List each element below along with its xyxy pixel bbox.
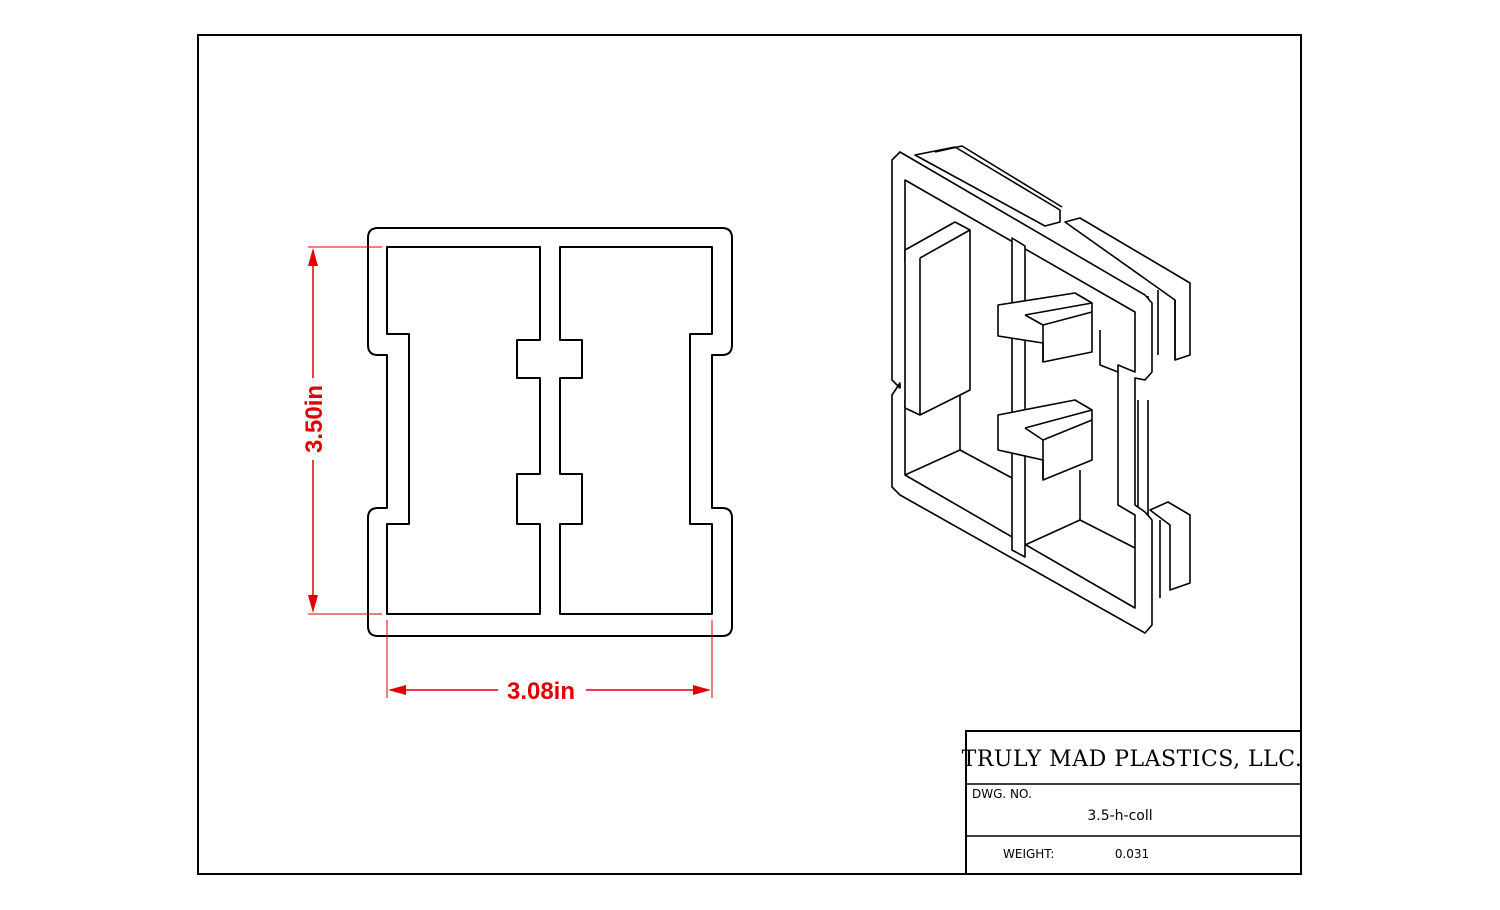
front-view-right-cavity xyxy=(559,246,713,615)
iso-left-rail-block xyxy=(904,221,971,416)
sheet-border xyxy=(197,34,1302,875)
width-dimension-label: 3.08in xyxy=(507,678,575,705)
dwg-no-label: DWG. NO. xyxy=(972,787,1032,801)
weight-value: 0.031 xyxy=(1115,847,1149,861)
title-block-frame xyxy=(965,730,1302,875)
height-dimension-label: 3.50in xyxy=(301,385,328,453)
height-arrow-bottom xyxy=(308,595,318,613)
front-view-left-cavity xyxy=(386,246,541,615)
iso-center-divider xyxy=(1011,237,1026,558)
iso-back-plate-lower xyxy=(1149,501,1191,591)
front-view xyxy=(367,227,733,637)
width-arrow-right xyxy=(693,685,711,695)
iso-notch-block-upper xyxy=(997,292,1093,363)
dimension-width: 3.08in xyxy=(386,620,713,705)
title-block: TRULY MAD PLASTICS, LLC. DWG. NO. 3.5-h-… xyxy=(962,730,1303,875)
dimension-height: 3.50in xyxy=(296,246,382,615)
height-arrow-top xyxy=(308,248,318,266)
isometric-view xyxy=(891,145,1191,634)
front-view-outer-outline xyxy=(367,227,733,637)
dwg-no-value: 3.5-h-coll xyxy=(1087,808,1152,824)
weight-label: WEIGHT: xyxy=(1003,847,1054,861)
company-name: TRULY MAD PLASTICS, LLC. xyxy=(962,747,1303,772)
width-arrow-left xyxy=(388,685,406,695)
